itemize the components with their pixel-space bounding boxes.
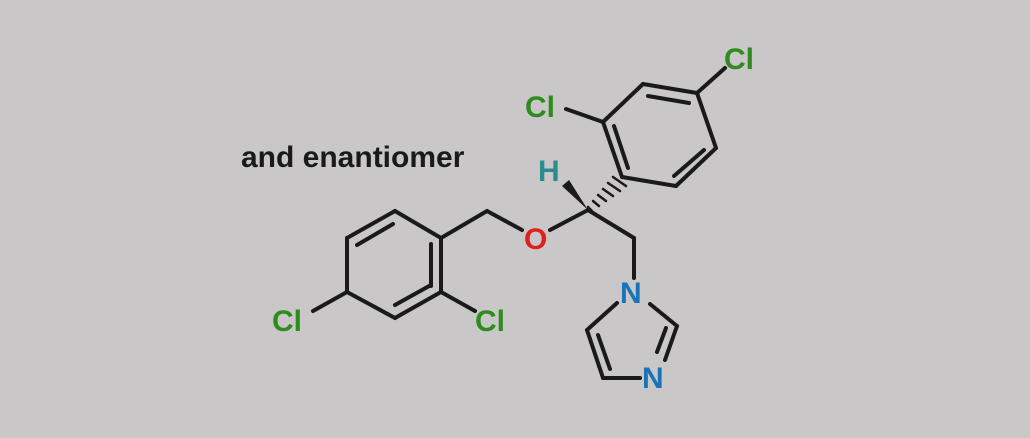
upper-benzene-ring [564, 66, 727, 188]
wedge-bond-h [562, 180, 588, 210]
atom-cl-bottom-right: Cl [475, 305, 505, 338]
atom-h: H [538, 155, 560, 188]
caption: and enantiomer [241, 141, 465, 174]
lower-benzene-ring [311, 209, 477, 320]
atom-cl-top-right: Cl [724, 43, 754, 76]
atom-cl-top-left: Cl [525, 91, 555, 124]
atom-n-imidazole-1: N [620, 277, 642, 310]
atom-oxygen: O [524, 223, 547, 256]
imidazole-ring [585, 301, 679, 380]
atom-n-imidazole-3: N [642, 362, 664, 395]
chain-bonds [439, 208, 636, 280]
atom-cl-bottom-left: Cl [272, 305, 302, 338]
hashed-bond-ring [586, 175, 628, 213]
